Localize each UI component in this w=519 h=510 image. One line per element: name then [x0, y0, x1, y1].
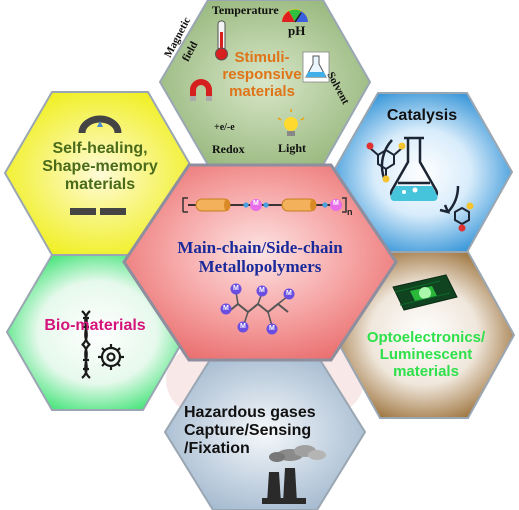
light-label: Light: [278, 141, 307, 155]
side-chain-polymer-icon: [220, 283, 295, 335]
center-title: Main-chain/Side-chain Metallopolymers: [150, 238, 370, 276]
repeat-unit-n-label: n: [347, 207, 353, 217]
flask-icon: [302, 51, 330, 83]
gases-line2: Capture/Sensing: [184, 421, 312, 439]
side-metal-label-1: M: [233, 285, 239, 292]
self-healing-line3: materials: [64, 175, 136, 193]
redox-symbol-label: +e/-e: [214, 122, 235, 133]
center-title-line1: Main-chain/Side-chain: [177, 238, 343, 257]
polymer-chain-icon: [182, 197, 347, 213]
stimuli-title: Stimuli- responsive materials: [206, 49, 318, 100]
self-healing-line1: Self-healing,: [52, 140, 148, 157]
gases-title: Hazardous gases Capture/Sensing /Fixatio…: [184, 404, 354, 458]
self-healing-title: Self-healing, Shape-memory materials: [30, 140, 170, 194]
side-metal-label-2: M: [259, 287, 265, 294]
metal-symbol-label-2: M: [333, 200, 339, 207]
opto-line1: Optoelectronics/: [366, 329, 486, 346]
factory-smokestack-icon: [262, 445, 326, 504]
self-healing-line2: Shape-memory: [42, 157, 158, 175]
side-metal-label-5: M: [240, 323, 246, 330]
opto-line2: Luminescent: [379, 345, 473, 363]
light-bulb-icon: [277, 109, 305, 136]
redox-label: Redox: [212, 142, 245, 156]
side-metal-label-3: M: [286, 290, 292, 297]
catalysis-flask-icon: [380, 136, 460, 214]
magnet-icon: [190, 79, 212, 101]
shape-memory-icon: [70, 115, 126, 215]
catalysis-label: Catalysis: [386, 107, 458, 124]
stimuli-title-line1: Stimuli-: [234, 49, 290, 66]
opto-line3: materials: [393, 362, 459, 380]
ph-gauge-icon: [282, 9, 308, 23]
thermometer-icon: [215, 20, 228, 61]
metal-symbol-label: M: [253, 200, 259, 207]
ph-label: pH: [288, 23, 306, 38]
bio-materials-label: Bio-materials: [44, 317, 146, 334]
temperature-label: Temperature: [212, 3, 279, 17]
opto-title: Optoelectronics/ Luminescent materials: [340, 329, 512, 380]
gases-line3: /Fixation: [184, 439, 250, 457]
side-metal-label-6: M: [269, 325, 275, 332]
center-title-line2: Metallopolymers: [198, 257, 322, 277]
stimuli-title-line2: responsive: [222, 65, 302, 83]
dna-gear-icon: [81, 310, 124, 379]
side-metal-label-4: M: [223, 305, 229, 312]
led-chip-icon: [392, 274, 458, 311]
molecule-icon: [366, 142, 474, 232]
stimuli-title-line3: materials: [229, 82, 295, 100]
center-hexagon: [122, 163, 398, 362]
gases-line1: Hazardous gases: [184, 404, 316, 421]
